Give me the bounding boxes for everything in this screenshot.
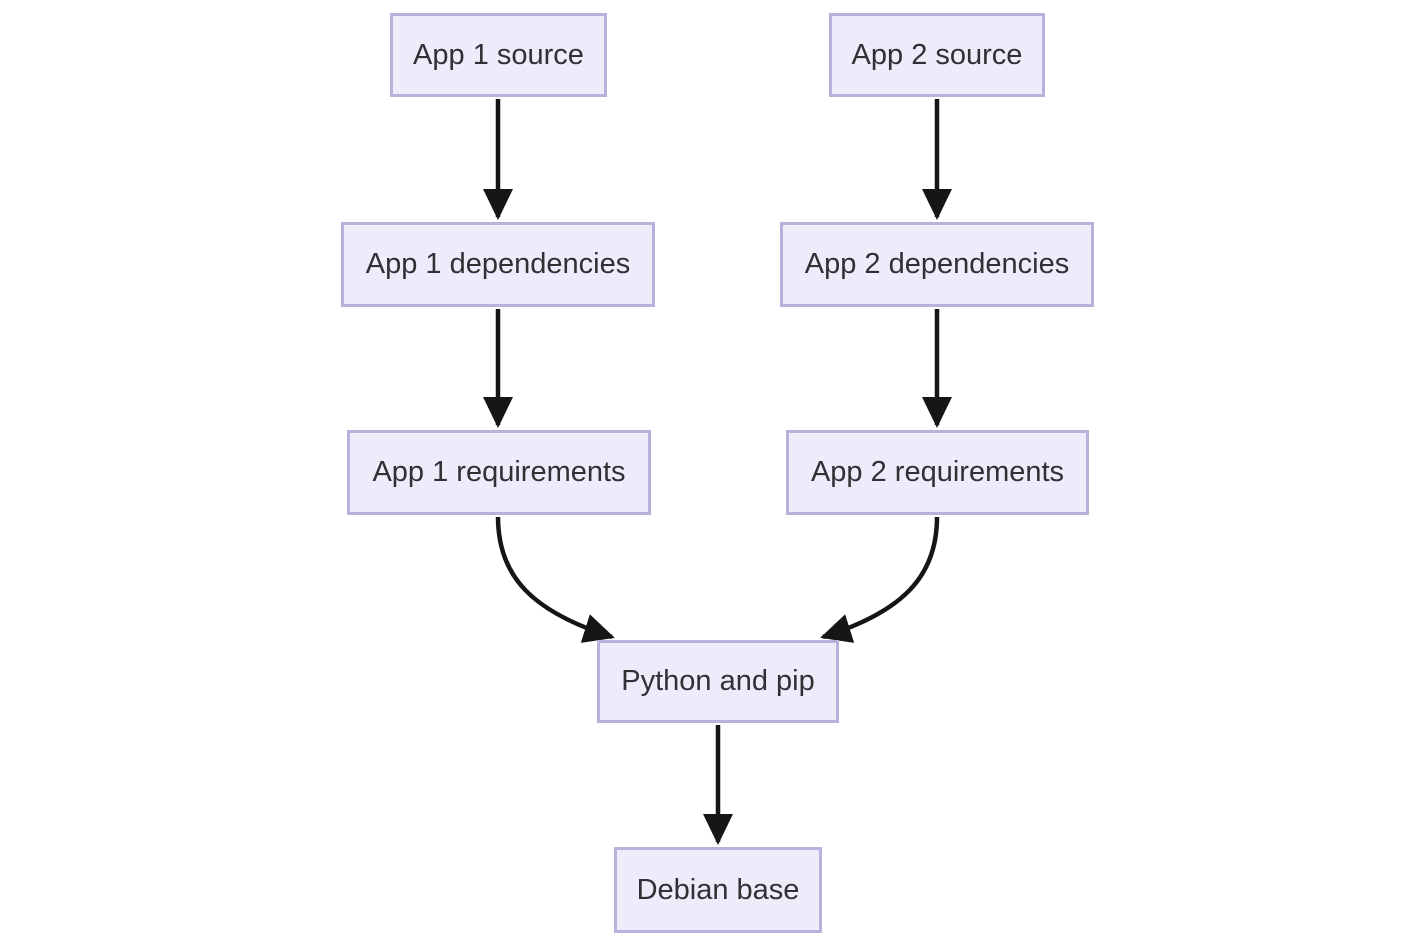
node-app2-source: App 2 source xyxy=(829,13,1045,97)
node-debian-base: Debian base xyxy=(614,847,822,933)
node-app1-source: App 1 source xyxy=(390,13,607,97)
node-app2-dependencies: App 2 dependencies xyxy=(780,222,1094,307)
node-python-pip: Python and pip xyxy=(597,640,839,723)
node-app1-requirements: App 1 requirements xyxy=(347,430,651,515)
edge-app1-requirements-to-python-pip xyxy=(495,516,615,643)
node-app1-dependencies: App 1 dependencies xyxy=(341,222,655,307)
edge-app2-requirements-to-python-pip xyxy=(820,516,940,643)
node-app2-requirements: App 2 requirements xyxy=(786,430,1089,515)
